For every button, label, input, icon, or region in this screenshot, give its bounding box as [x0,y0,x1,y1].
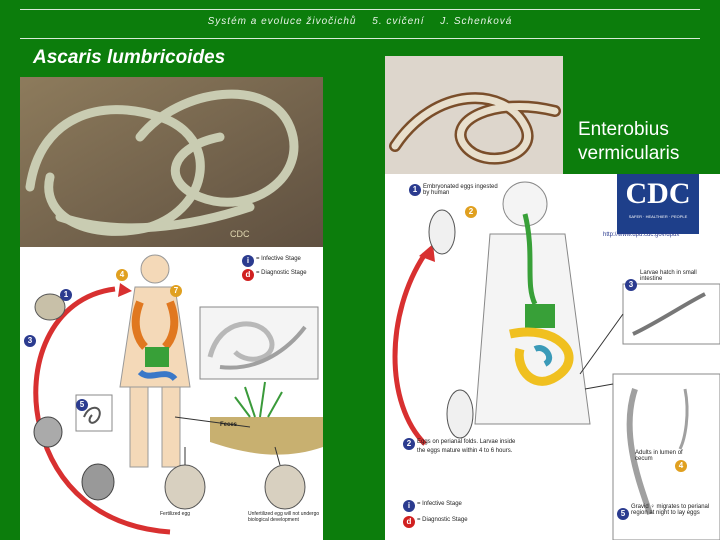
title-enterobius-line2: vermicularis [578,143,680,164]
step-1-marker: 1 [409,184,421,196]
cdc-logo: CDC SAFER · HEALTHIER · PEOPLE [617,174,699,234]
title-enterobius: Enterobius vermicularis [578,118,679,166]
step-2-label: Eggs on perianal folds. Larvae inside th… [417,439,516,454]
ascaris-worm-image: CDC [20,77,323,247]
header-top-rule [20,9,700,10]
step-2-marker: 2 [465,206,477,218]
step-5-label: Gravid ♀ migrates to perianal region at … [631,504,710,516]
legend-diagnostic-label: = Diagnostic Stage [256,270,307,276]
legend-infective-label: = Infective Stage [417,501,462,507]
legend-diagnostic-marker: d [242,269,254,281]
step-3-marker: 3 [24,335,36,347]
header-course: Systém a evoluce živočichů [207,16,357,27]
cdc-logo-text: CDC [625,177,691,210]
legend-diagnostic-marker: d [403,516,415,528]
step-5-marker: 5 [617,508,629,520]
header-author: J. Schenková [440,16,513,27]
cdc-url[interactable]: http://www.dpd.cdc.gov/dpdx [603,232,680,238]
step-3-marker: 3 [625,279,637,291]
header-text: Systém a evoluce živočichů 5. cvičení J.… [0,16,720,27]
step-1-label: Embryonated eggs ingested by human [423,184,498,196]
legend-diagnostic-label: = Diagnostic Stage [417,517,468,523]
enterobius-cycle-diagram [392,181,720,540]
step-1-marker: 1 [60,289,72,301]
step-7-marker: 7 [170,285,182,297]
step-4-label: Adults in lumen of cecum [635,450,683,462]
enterobius-photo [385,56,563,174]
legend-infective-marker: i [242,255,254,267]
cdc-logo-tagline: SAFER · HEALTHIER · PEOPLE [628,214,688,219]
header-bottom-rule [20,38,700,39]
legend-infective-marker: i [403,500,415,512]
step-4-marker: 4 [675,460,687,472]
header-lesson: 5. cvičení [372,16,425,27]
step-5-marker: 5 [76,399,88,411]
feces-label: Feces [220,422,238,428]
title-enterobius-line1: Enterobius [578,119,669,140]
unfertilized-egg-label: Unfertilized egg will not undergo biolog… [248,511,320,523]
title-ascaris: Ascaris lumbricoides [33,47,226,68]
legend-infective-label: = Infective Stage [256,256,301,262]
ascaris-life-cycle: i = Infective Stage d = Diagnostic Stage… [20,247,323,540]
enterobius-worm-image [385,56,563,174]
svg-text:CDC: CDC [230,229,250,239]
step-3-label: Larvae hatch in small intestine [640,270,697,282]
fertilized-egg-label: Fertilized egg [160,511,191,517]
step-4-marker: 4 [116,269,128,281]
enterobius-life-cycle: CDC SAFER · HEALTHIER · PEOPLE http://ww… [385,174,720,540]
step-2-eggs-marker: 2 [403,438,415,450]
ascaris-cycle-diagram [33,254,323,535]
ascaris-photo: CDC [20,77,323,247]
